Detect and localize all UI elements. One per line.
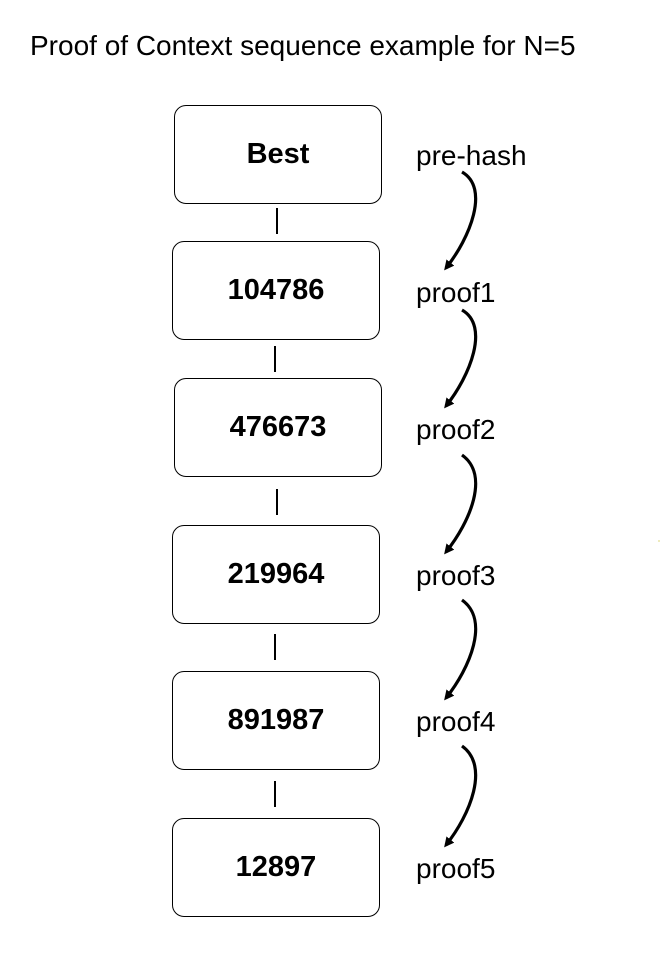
proof-label-pre-hash: pre-hash bbox=[416, 140, 527, 171]
chain-connector-2 bbox=[274, 346, 276, 372]
proof-label-2: proof2 bbox=[416, 414, 496, 445]
chain-connector-5 bbox=[274, 781, 276, 807]
arrow-proof1-to-proof2 bbox=[444, 308, 478, 409]
block-best: Best bbox=[174, 105, 382, 204]
arrow-proof3-to-proof4 bbox=[444, 598, 478, 701]
chain-connector-1 bbox=[276, 208, 278, 234]
chain-connector-3 bbox=[276, 489, 278, 515]
proof-label-4: proof4 bbox=[416, 706, 496, 737]
arrow-proof4-to-proof5 bbox=[444, 744, 478, 848]
proof-label-5: proof5 bbox=[416, 853, 496, 884]
block-3: 219964 bbox=[172, 525, 380, 624]
proof-label-1: proof1 bbox=[416, 277, 496, 308]
arrow-proof2-to-proof3 bbox=[444, 453, 478, 555]
proof-label-3: proof3 bbox=[416, 560, 496, 591]
block-1: 104786 bbox=[172, 241, 380, 340]
block-5: 12897 bbox=[172, 818, 380, 917]
arrow-prehash-to-proof1 bbox=[444, 170, 478, 271]
block-2: 476673 bbox=[174, 378, 382, 477]
block-4: 891987 bbox=[172, 671, 380, 770]
stray-dot bbox=[658, 540, 660, 542]
diagram-title: Proof of Context sequence example for N=… bbox=[30, 30, 576, 61]
chain-connector-4 bbox=[274, 634, 276, 660]
